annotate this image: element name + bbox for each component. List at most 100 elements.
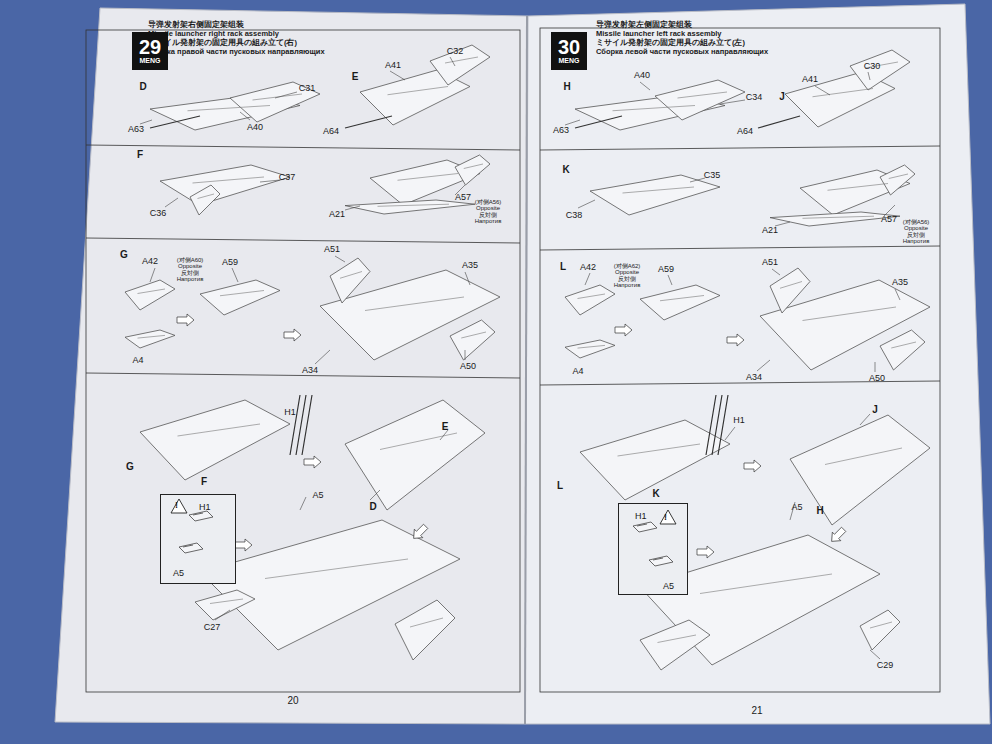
part-number: A5 bbox=[173, 569, 184, 578]
part-number: C30 bbox=[864, 62, 881, 71]
subassembly-letter: D bbox=[369, 502, 376, 513]
part-drawing bbox=[790, 415, 930, 525]
rod-or-wire bbox=[345, 116, 392, 128]
part-detail bbox=[378, 204, 450, 206]
part-drawing bbox=[770, 212, 900, 226]
part-number: A4 bbox=[572, 367, 583, 376]
part-detail bbox=[700, 574, 832, 594]
opposite-note: (对侧A62) Opposite 反対側 Напротив bbox=[612, 263, 642, 288]
rod-or-wire bbox=[302, 395, 312, 455]
part-detail bbox=[825, 448, 902, 465]
part-detail bbox=[398, 174, 459, 181]
leader-line bbox=[860, 414, 870, 425]
leader-line bbox=[465, 350, 466, 360]
part-number: H1 bbox=[284, 408, 296, 417]
part-drawing bbox=[770, 268, 810, 313]
step-title: Сборка правой части пусковых направляющи… bbox=[148, 48, 325, 56]
step-arrow bbox=[284, 329, 301, 341]
part-drawing bbox=[850, 50, 910, 90]
step-arrow bbox=[235, 539, 252, 551]
part-number: C36 bbox=[150, 209, 167, 218]
part-number: H1 bbox=[635, 512, 647, 521]
part-detail bbox=[380, 433, 457, 450]
leader-line bbox=[345, 206, 360, 210]
part-detail bbox=[870, 622, 892, 628]
part-detail bbox=[138, 335, 166, 338]
leader-line bbox=[725, 427, 735, 440]
step-frames bbox=[86, 28, 940, 692]
part-detail bbox=[678, 92, 728, 98]
subassembly-letter: L bbox=[557, 481, 563, 492]
part-detail bbox=[780, 282, 802, 289]
step-title: Missile launcher left rack assembly bbox=[596, 30, 721, 38]
part-number: A40 bbox=[247, 123, 263, 132]
part-drawing bbox=[140, 400, 290, 480]
leader-line bbox=[450, 57, 455, 66]
part-detail bbox=[365, 297, 464, 311]
part-number: C29 bbox=[877, 661, 894, 670]
part-detail bbox=[193, 177, 265, 183]
step-title: ミサイル発射架の固定用具の組み立て(右) bbox=[148, 39, 297, 47]
part-number: A34 bbox=[746, 373, 762, 382]
part-drawing bbox=[160, 165, 290, 205]
leader-line bbox=[315, 350, 330, 364]
part-number: A41 bbox=[385, 61, 401, 70]
part-drawing bbox=[640, 620, 710, 670]
part-number: C34 bbox=[746, 93, 763, 102]
part-detail bbox=[660, 296, 704, 301]
part-detail bbox=[803, 307, 897, 321]
step-title: 导弹发射架左侧固定架组装 bbox=[596, 21, 692, 29]
part-drawing bbox=[455, 155, 490, 185]
step-arrow bbox=[727, 334, 744, 346]
rod-or-wire bbox=[150, 116, 200, 128]
part-detail bbox=[461, 332, 486, 338]
step-arrow bbox=[177, 314, 194, 326]
part-drawing bbox=[860, 610, 900, 650]
part-number: A40 bbox=[634, 71, 650, 80]
part-number: C32 bbox=[447, 47, 464, 56]
leader-line bbox=[895, 289, 900, 300]
leader-line bbox=[150, 268, 155, 282]
part-number: A64 bbox=[323, 127, 339, 136]
opposite-note: (对侧A56) Opposite 反対側 Напротив bbox=[473, 199, 503, 224]
step-title: ミサイル発射架の固定用具の組み立て(左) bbox=[596, 39, 745, 47]
part-number: A35 bbox=[892, 278, 908, 287]
rod-or-wire bbox=[290, 395, 300, 455]
leader-line bbox=[815, 86, 830, 95]
part-drawing bbox=[195, 590, 255, 620]
part-drawing bbox=[649, 556, 673, 566]
part-number: H1 bbox=[199, 503, 211, 512]
part-drawing bbox=[230, 82, 320, 122]
part-number: A5 bbox=[791, 503, 802, 512]
leader-line bbox=[215, 610, 230, 620]
part-drawing bbox=[590, 175, 720, 215]
subassembly-letter: J bbox=[779, 92, 785, 103]
leader-line bbox=[772, 269, 780, 275]
part-drawing bbox=[179, 543, 203, 553]
leader-line bbox=[690, 178, 705, 182]
rod-or-wire bbox=[712, 395, 722, 455]
part-drawing bbox=[345, 400, 485, 510]
leader-line bbox=[720, 100, 745, 104]
part-number: ! bbox=[664, 513, 667, 522]
part-number: A57 bbox=[881, 215, 897, 224]
subassembly-letter: K bbox=[652, 489, 659, 500]
detail-illustration bbox=[619, 504, 689, 594]
step-number: 29 bbox=[139, 37, 161, 57]
step-title: Сборка левой части пусковых направляющих bbox=[596, 48, 768, 56]
part-detail bbox=[828, 184, 889, 191]
part-detail bbox=[623, 187, 695, 193]
part-detail bbox=[188, 106, 271, 111]
leader-line bbox=[868, 72, 870, 80]
rod-or-wire bbox=[296, 395, 306, 455]
part-detail bbox=[410, 618, 443, 627]
leader-line bbox=[140, 120, 152, 124]
left-page bbox=[55, 8, 528, 724]
subassembly-letter: F bbox=[137, 150, 143, 161]
part-detail bbox=[891, 342, 916, 348]
page-number: 21 bbox=[751, 706, 762, 717]
part-detail bbox=[578, 345, 606, 348]
part-drawing bbox=[200, 280, 280, 315]
detail-box: H1!A5 bbox=[618, 503, 688, 595]
subassembly-letter: D bbox=[139, 82, 146, 93]
